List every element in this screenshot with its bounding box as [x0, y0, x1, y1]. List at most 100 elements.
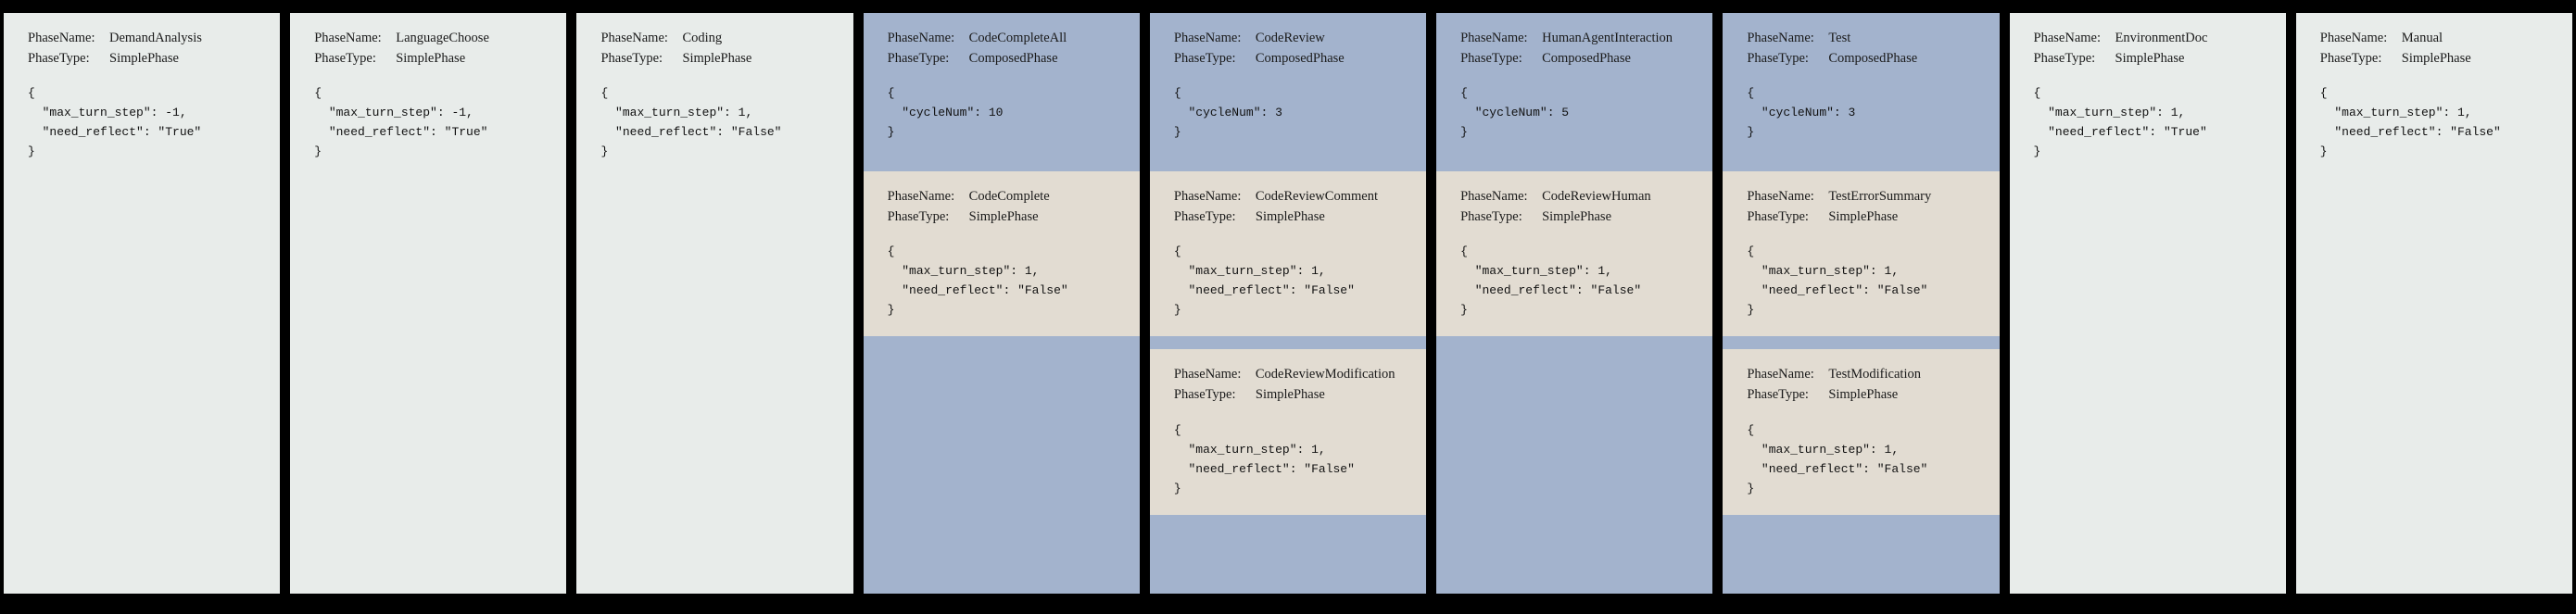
panel-filler-code-review: [1150, 528, 1426, 594]
phase-type-value: SimplePhase: [1828, 387, 1899, 403]
json-line: "max_turn_step": 1,: [1460, 264, 1612, 279]
panel-gutter: [1712, 13, 1724, 594]
phase-type-label: PhaseType:: [2319, 51, 2382, 67]
phase-type-label: PhaseType:: [1747, 209, 1809, 225]
phase-type-label: PhaseType:: [2033, 51, 2096, 67]
human-agent-interaction-phase-name-row: PhaseName:HumanAgentInteraction: [1460, 28, 1712, 48]
test-modification-phase-name-row: PhaseName:TestModification: [1747, 364, 1999, 384]
json-line: }: [2319, 144, 2328, 159]
json-line: "cycleNum": 10: [887, 106, 1004, 120]
json-line: "max_turn_step": 1,: [1173, 264, 1326, 279]
phase-name-value: CodeReviewModification: [1255, 367, 1395, 382]
language-choose-config-json: { "max_turn_step": -1, "need_reflect": "…: [314, 83, 566, 161]
phase-name-label: PhaseName:: [887, 189, 955, 205]
panel-filler-coding: [576, 161, 852, 594]
phase-name-value: CodeCompleteAll: [968, 31, 1067, 45]
phase-type-value: SimplePhase: [1828, 209, 1899, 225]
code-review-modification-phase-name-row: PhaseName:CodeReviewModification: [1174, 364, 1426, 384]
phase-name-label: PhaseName:: [1460, 189, 1528, 205]
phase-name-label: PhaseName:: [314, 31, 382, 45]
language-choose-phase-name-row: PhaseName: LanguageChoose: [314, 28, 566, 48]
json-line: "need_reflect": "False": [1747, 461, 1928, 476]
phase-name-value: EnvironmentDoc: [2115, 31, 2208, 45]
code-review-comment-phase-type-row: PhaseType:SimplePhase: [1174, 207, 1426, 227]
json-line: "need_reflect": "True": [2033, 125, 2207, 140]
phase-name-value: CodeReview: [1255, 31, 1325, 45]
json-line: }: [1173, 125, 1181, 140]
phase-name-value: TestErrorSummary: [1828, 189, 1932, 205]
json-line: "need_reflect": "False": [1747, 283, 1928, 298]
json-line: "need_reflect": "False": [600, 125, 782, 140]
phase-type-label: PhaseType:: [1173, 51, 1236, 67]
phase-type-label: PhaseType:: [1173, 387, 1236, 403]
phase-type-label: PhaseType:: [887, 209, 950, 225]
json-line: "max_turn_step": 1,: [2319, 106, 2472, 120]
json-line: }: [1747, 481, 1755, 495]
phase-type-value: SimplePhase: [682, 51, 752, 67]
composed-head-spacer-code-complete-all: [864, 142, 1140, 166]
json-line: "cycleNum": 3: [1173, 106, 1282, 120]
json-line: {: [1173, 422, 1181, 437]
phase-name-value: LanguageChoose: [396, 31, 489, 45]
phase-name-label: PhaseName:: [1747, 31, 1814, 45]
phase-type-label: PhaseType:: [314, 51, 376, 67]
json-line: }: [600, 144, 609, 159]
phase-name-label: PhaseName:: [2033, 31, 2102, 45]
json-line: "need_reflect": "False": [2319, 125, 2501, 140]
panel-gutter: [1999, 13, 2010, 594]
json-line: }: [1460, 303, 1468, 318]
panel-gutter: [1139, 13, 1150, 594]
human-agent-interaction-phase-type-row: PhaseType:ComposedPhase: [1460, 48, 1712, 69]
code-review-comment-config-json: { "max_turn_step": 1, "need_reflect": "F…: [1174, 242, 1426, 320]
phase-type-label: PhaseType:: [1173, 209, 1236, 225]
code-review-comment-phase-name-row: PhaseName:CodeReviewComment: [1174, 186, 1426, 207]
human-agent-interaction-config-json: { "cycleNum": 5}: [1460, 83, 1712, 142]
json-line: }: [1173, 303, 1181, 318]
json-line: }: [1747, 303, 1755, 318]
json-line: {: [2033, 86, 2041, 101]
panel-filler-environment-doc: [2010, 161, 2286, 594]
json-line: {: [1747, 422, 1755, 437]
test-error-summary-phase-name-row: PhaseName:TestErrorSummary: [1747, 186, 1999, 207]
json-line: }: [28, 144, 35, 159]
json-line: }: [1173, 481, 1181, 495]
json-line: "max_turn_step": 1,: [2033, 106, 2186, 120]
code-complete-phase-type-row: PhaseType:SimplePhase: [888, 207, 1140, 227]
json-line: {: [1173, 244, 1181, 259]
json-line: }: [314, 144, 322, 159]
phase-name-value: CodeReviewHuman: [1542, 189, 1651, 205]
json-line: "max_turn_step": 1,: [1173, 442, 1326, 457]
phase-name-label: PhaseName:: [887, 31, 955, 45]
panel-filler-language-choose: [290, 161, 566, 594]
panel-filler-code-complete-all: [864, 349, 1140, 594]
phase-type-label: PhaseType:: [1460, 51, 1522, 67]
code-complete-config-json: { "max_turn_step": 1, "need_reflect": "F…: [888, 242, 1140, 320]
board-edge-left: [0, 13, 4, 594]
phase-type-label: PhaseType:: [1747, 51, 1809, 67]
phase-name-value: TestModification: [1828, 367, 1921, 382]
panel-filler-test: [1723, 528, 1999, 594]
json-line: "max_turn_step": 1,: [600, 106, 753, 120]
json-line: }: [887, 303, 895, 318]
code-review-human-phase-name-row: PhaseName: CodeReviewHuman: [1460, 186, 1712, 207]
manual-phase-name-row: PhaseName:Manual: [2320, 28, 2572, 48]
code-complete-all-phase-name-row: PhaseName: CodeCompleteAll: [888, 28, 1140, 48]
panel-gutter: [280, 13, 291, 594]
